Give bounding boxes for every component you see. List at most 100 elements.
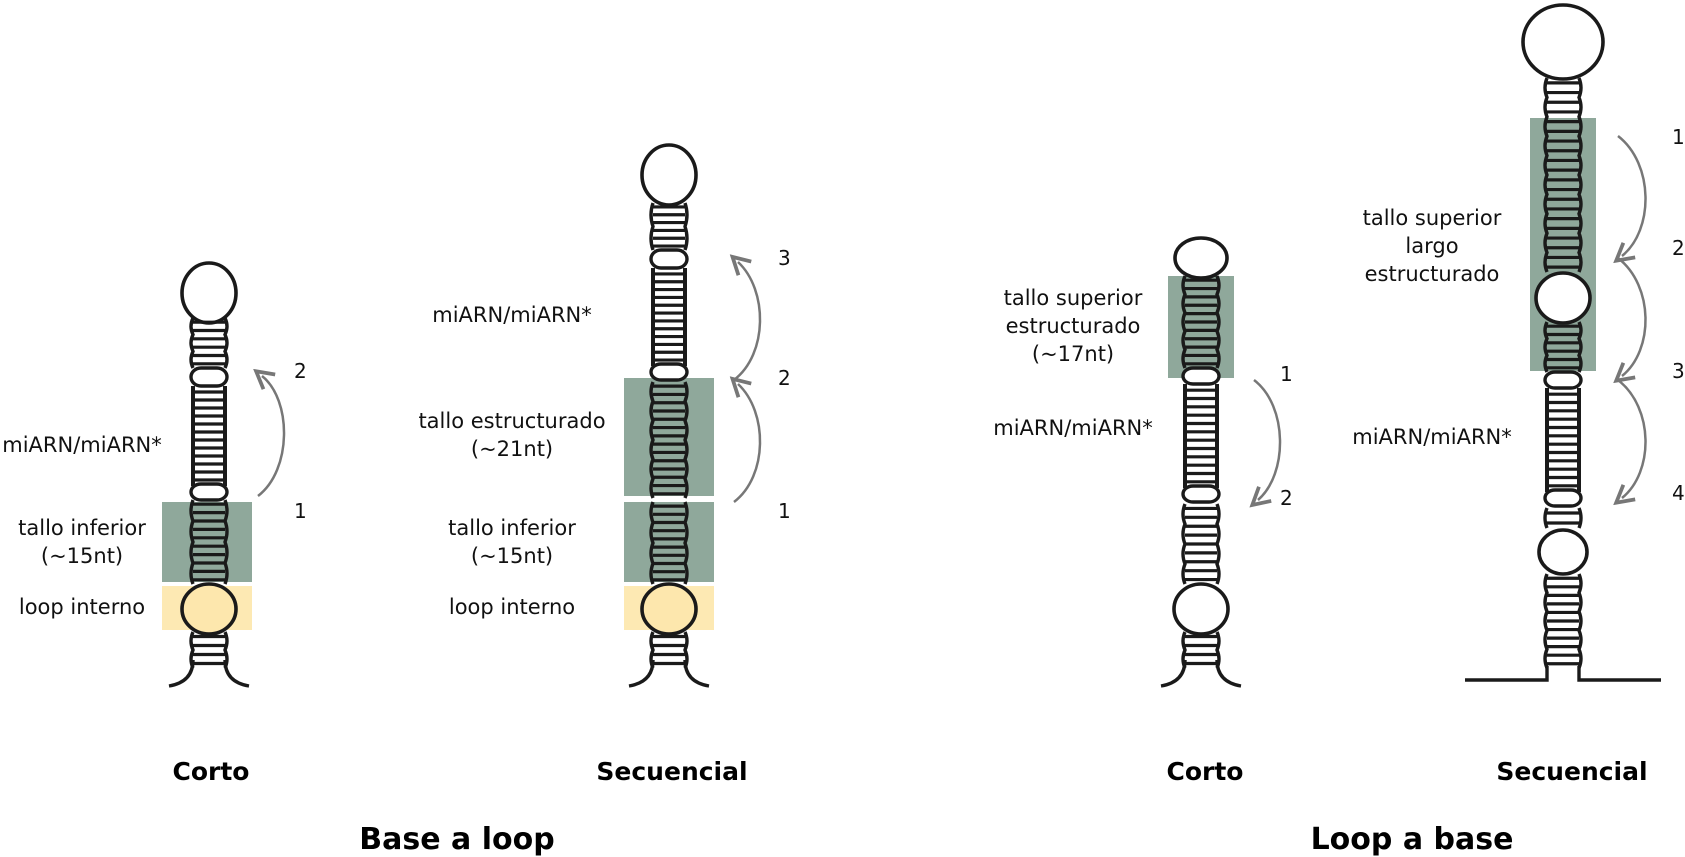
group-title-base-a-loop: Base a loop bbox=[359, 822, 554, 857]
step-number-2: 2 bbox=[294, 359, 307, 383]
backbone-strand bbox=[683, 202, 689, 251]
unpaired-bulge bbox=[649, 362, 689, 382]
flanking-strand bbox=[168, 659, 195, 688]
flanking-strand bbox=[1577, 666, 1661, 682]
step-arrow-2-3 bbox=[1618, 257, 1647, 376]
step-number-2: 2 bbox=[778, 366, 791, 390]
backbone-strand bbox=[223, 499, 229, 585]
structured-stem-length: (~21nt) bbox=[471, 437, 553, 461]
hairpin-stem bbox=[1160, 236, 1242, 688]
upper-stem-label-line2: estructurado bbox=[1006, 314, 1141, 338]
upper-stem-label-line2: largo bbox=[1405, 234, 1458, 258]
step-number-1: 1 bbox=[778, 499, 791, 523]
step-arrow-2-3 bbox=[734, 262, 762, 381]
upper-stem-label-line3: estructurado bbox=[1365, 262, 1500, 286]
flanking-strand bbox=[1160, 659, 1187, 688]
flanking-strand bbox=[628, 659, 655, 688]
backbone-strand bbox=[1577, 507, 1583, 529]
lower-stem-length: (~15nt) bbox=[41, 544, 123, 568]
flanking-strand bbox=[1465, 666, 1549, 682]
terminal-loop bbox=[640, 143, 698, 207]
unpaired-bulge bbox=[1543, 370, 1583, 390]
step-number-1: 1 bbox=[1280, 362, 1293, 386]
flanking-strand bbox=[683, 659, 710, 688]
unpaired-bulge bbox=[189, 482, 229, 502]
backbone-strand bbox=[649, 501, 655, 585]
step-arrow-3-4 bbox=[1618, 379, 1647, 498]
backbone-strand bbox=[1181, 503, 1187, 585]
step-arrow-1-2 bbox=[1618, 135, 1647, 256]
step-number-2: 2 bbox=[1672, 236, 1685, 260]
panel-title: Secuencial bbox=[596, 757, 747, 786]
upper-stem-label-line1: tallo superior bbox=[1363, 206, 1502, 230]
structured-stem-label: tallo estructurado bbox=[418, 409, 605, 433]
terminal-loop bbox=[1173, 236, 1229, 280]
backbone-strand bbox=[1577, 573, 1583, 669]
unpaired-bulge bbox=[1543, 488, 1583, 508]
backbone-strand bbox=[1577, 77, 1583, 273]
backbone-strand bbox=[1215, 275, 1221, 369]
panel-corto-base-a-loop: 1 2 miARN/miARN* tallo inferior (~15nt) … bbox=[2, 261, 307, 786]
internal-loop-label: loop interno bbox=[449, 595, 575, 619]
step-arrow-1-2 bbox=[258, 376, 286, 497]
lower-stem-label: tallo inferior bbox=[448, 516, 576, 540]
step-number-1: 1 bbox=[1672, 125, 1685, 149]
mirna-label: miARN/miARN* bbox=[432, 303, 592, 327]
backbone-strand bbox=[1543, 321, 1549, 373]
hairpin-stem bbox=[628, 143, 710, 688]
lower-stem-highlight bbox=[162, 502, 252, 582]
mirna-label: miARN/miARN* bbox=[2, 433, 162, 457]
panel-corto-loop-a-base: 1 2 tallo superior estructurado (~17nt) … bbox=[993, 236, 1293, 786]
panel-secuencial-base-a-loop: 1 2 3 miARN/miARN* tallo estructurado (~… bbox=[418, 143, 791, 786]
internal-loop bbox=[1534, 271, 1592, 325]
backbone-strand bbox=[1577, 321, 1583, 373]
step-number-2: 2 bbox=[1280, 486, 1293, 510]
upper-stem-highlight bbox=[1168, 276, 1234, 378]
step-number-4: 4 bbox=[1672, 481, 1685, 505]
mirna-label: miARN/miARN* bbox=[993, 416, 1153, 440]
hairpin-stem bbox=[168, 261, 250, 688]
upper-stem-label-line1: tallo superior bbox=[1004, 286, 1143, 310]
step-arrow-1-2 bbox=[734, 384, 762, 503]
backbone-strand bbox=[649, 202, 655, 251]
backbone-strand bbox=[189, 317, 195, 369]
internal-loop bbox=[1172, 582, 1230, 636]
internal-loop bbox=[1537, 528, 1589, 576]
backbone-strand bbox=[1215, 503, 1221, 585]
backbone-strand bbox=[683, 501, 689, 585]
flanking-strand bbox=[223, 659, 250, 688]
backbone-strand bbox=[1543, 77, 1549, 273]
unpaired-bulge bbox=[189, 366, 229, 388]
lower-stem-length: (~15nt) bbox=[471, 544, 553, 568]
unpaired-bulge bbox=[1181, 484, 1221, 504]
step-number-3: 3 bbox=[778, 246, 791, 270]
mirna-label: miARN/miARN* bbox=[1352, 425, 1512, 449]
backbone-strand bbox=[649, 381, 655, 499]
backbone-strand bbox=[1543, 507, 1549, 529]
internal-loop bbox=[180, 582, 238, 636]
hairpin-stem bbox=[1465, 3, 1661, 682]
unpaired-bulge bbox=[649, 248, 689, 270]
upper-stem-length: (~17nt) bbox=[1032, 342, 1114, 366]
internal-loop bbox=[640, 582, 698, 636]
step-arrow-1-2 bbox=[1254, 379, 1282, 500]
terminal-loop bbox=[180, 261, 238, 325]
backbone-strand bbox=[223, 317, 229, 369]
panel-title: Secuencial bbox=[1496, 757, 1647, 786]
terminal-loop bbox=[1521, 3, 1605, 81]
panel-secuencial-loop-a-base: 1 2 3 4 tallo superior largo estructurad… bbox=[1352, 3, 1685, 786]
step-number-1: 1 bbox=[294, 499, 307, 523]
backbone-strand bbox=[683, 381, 689, 499]
backbone-strand bbox=[1543, 573, 1549, 669]
lower-stem-label: tallo inferior bbox=[18, 516, 146, 540]
backbone-strand bbox=[189, 499, 195, 585]
group-title-loop-a-base: Loop a base bbox=[1311, 822, 1514, 857]
panel-title: Corto bbox=[173, 757, 250, 786]
backbone-strand bbox=[1181, 275, 1187, 369]
unpaired-bulge bbox=[1181, 366, 1221, 386]
flanking-strand bbox=[1215, 659, 1242, 688]
panel-title: Corto bbox=[1167, 757, 1244, 786]
step-number-3: 3 bbox=[1672, 359, 1685, 383]
internal-loop-label: loop interno bbox=[19, 595, 145, 619]
